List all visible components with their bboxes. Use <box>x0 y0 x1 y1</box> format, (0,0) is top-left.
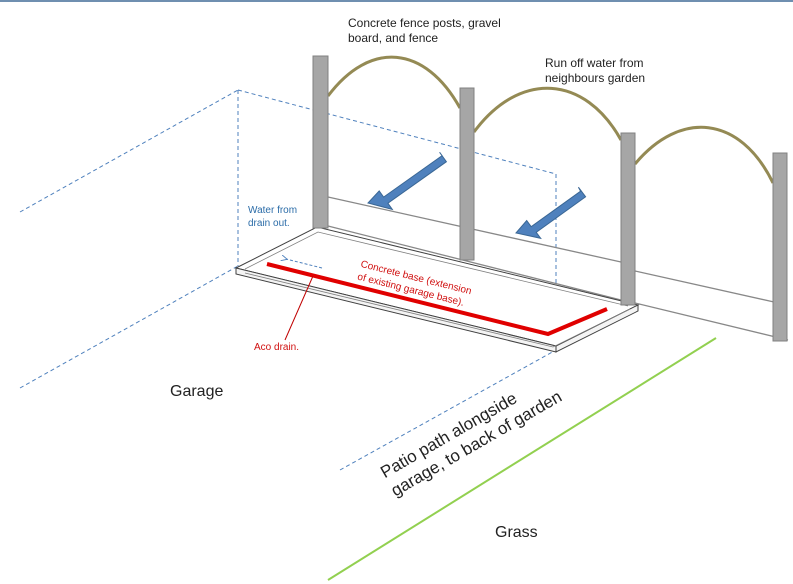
garage-outline <box>19 89 557 471</box>
fence-wire <box>326 55 775 184</box>
water-drain-label: Water from drain out. <box>248 205 298 229</box>
aco-drain <box>266 262 608 337</box>
runoff-label: Run off water from neighbours garden <box>545 56 646 85</box>
concrete-base-slab <box>234 226 640 353</box>
fence-post-2 <box>459 87 475 261</box>
grass-boundary <box>327 337 717 581</box>
down-left-arrow-icon <box>367 151 587 240</box>
aco-drain-leader <box>284 275 314 341</box>
grass-label: Grass <box>495 524 538 541</box>
fence-posts <box>312 55 788 342</box>
fence-label: Concrete fence posts, gravel board, and … <box>348 16 501 45</box>
left-arrow-icon <box>286 259 323 269</box>
aco-drain-label: Aco drain. <box>254 342 300 353</box>
fence-post-4 <box>772 152 788 342</box>
garage-label: Garage <box>170 383 224 400</box>
fence-post-3 <box>620 132 636 306</box>
fence-post-1 <box>312 55 329 229</box>
